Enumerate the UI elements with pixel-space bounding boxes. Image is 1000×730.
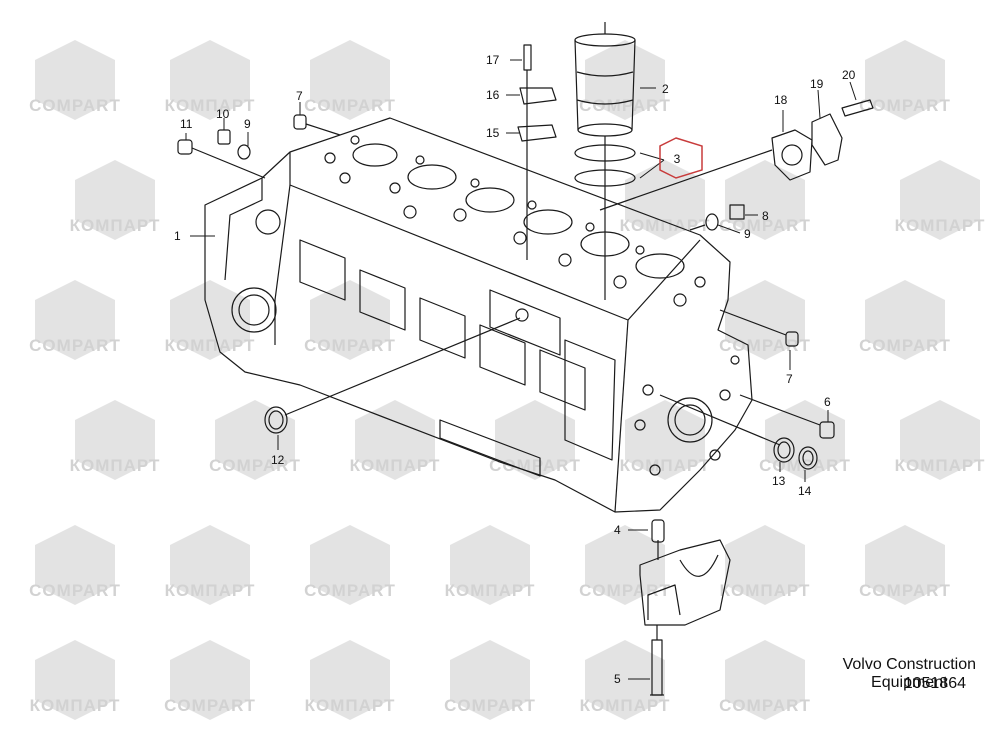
part-label-12[interactable]: 12	[271, 453, 285, 467]
watermark: COMPART	[285, 525, 415, 615]
watermark: COMPART	[700, 280, 830, 370]
watermark: COMPART	[840, 280, 970, 370]
watermark: КОМПАРТ	[875, 160, 1000, 250]
watermark: КОМПАРТ	[700, 525, 830, 615]
watermark: КОМПАРТ	[330, 400, 460, 490]
part-label-11[interactable]: 11	[180, 117, 193, 131]
part-label-1[interactable]: 1	[174, 229, 181, 243]
main-bearing-cap	[639, 519, 731, 696]
part-label-19[interactable]: 19	[810, 77, 824, 91]
cylinder-liner	[574, 22, 636, 300]
part-label-7[interactable]: 7	[786, 372, 793, 386]
watermark: COMPART	[10, 525, 140, 615]
watermark: КОМПАРТ	[600, 400, 730, 490]
part-label-10[interactable]: 10	[216, 107, 230, 121]
watermark: КОМПАРТ	[145, 280, 275, 370]
part-label-5[interactable]: 5	[614, 672, 621, 686]
part-label-13[interactable]: 13	[772, 474, 786, 488]
engine-block-drawing: 17 16 15 2 3 1 11 10 9 7 8 9 18 19 20 7 …	[174, 22, 874, 696]
watermark: COMPART	[470, 400, 600, 490]
part-label-6[interactable]: 6	[824, 395, 831, 409]
part-label-2[interactable]: 2	[662, 82, 669, 96]
watermark: КОМПАРТ	[875, 400, 1000, 490]
watermark: COMPART	[10, 280, 140, 370]
watermark: COMPART	[840, 525, 970, 615]
drawing-number: 1051864	[903, 675, 966, 692]
watermark: КОМПАРТ	[145, 40, 275, 130]
seals-right	[659, 309, 835, 470]
part-label-8[interactable]: 8	[762, 209, 769, 223]
part-label-7[interactable]: 7	[296, 89, 303, 103]
part-label-16[interactable]: 16	[486, 88, 500, 102]
watermark: COMPART	[840, 40, 970, 130]
seal-front	[264, 317, 521, 434]
part-label-18[interactable]: 18	[774, 93, 788, 107]
part-label-15[interactable]: 15	[486, 126, 500, 140]
watermark: COMPART	[700, 160, 830, 250]
watermark: КОМПАРТ	[145, 525, 275, 615]
o-rings	[574, 144, 636, 187]
brand-line-2: Equipment	[871, 674, 948, 691]
plugs-left	[177, 114, 341, 179]
watermark: COMPART	[560, 40, 690, 130]
rear-cover-assembly	[599, 99, 874, 211]
watermark: COMPART	[285, 280, 415, 370]
watermark: COMPART	[10, 40, 140, 130]
watermark: COMPART	[285, 40, 415, 130]
watermark: COMPART	[190, 400, 320, 490]
watermark: КОМПАРТ	[50, 160, 180, 250]
watermark: КОМПАРТ	[50, 400, 180, 490]
plug-right	[689, 204, 745, 231]
part-label-14[interactable]: 14	[798, 484, 812, 498]
brand-line-1: Volvo Construction	[842, 656, 976, 673]
part-label-4[interactable]: 4	[614, 523, 621, 537]
part-label-17[interactable]: 17	[486, 53, 500, 67]
highlight-hexagon	[659, 137, 703, 179]
cylinder-block	[204, 117, 753, 513]
watermark: КОМПАРТ	[425, 525, 555, 615]
parts-diagram: COMPART КОМПАРТ COMPART COMPART COMPART …	[10, 22, 1000, 720]
part-label-20[interactable]: 20	[842, 68, 856, 82]
part-label-9[interactable]: 9	[744, 227, 751, 241]
cover-assembly	[517, 44, 557, 260]
part-label-9[interactable]: 9	[244, 117, 251, 131]
part-label-3[interactable]: 3	[674, 152, 681, 166]
brand-caption: Volvo Construction Equipment	[843, 656, 976, 692]
